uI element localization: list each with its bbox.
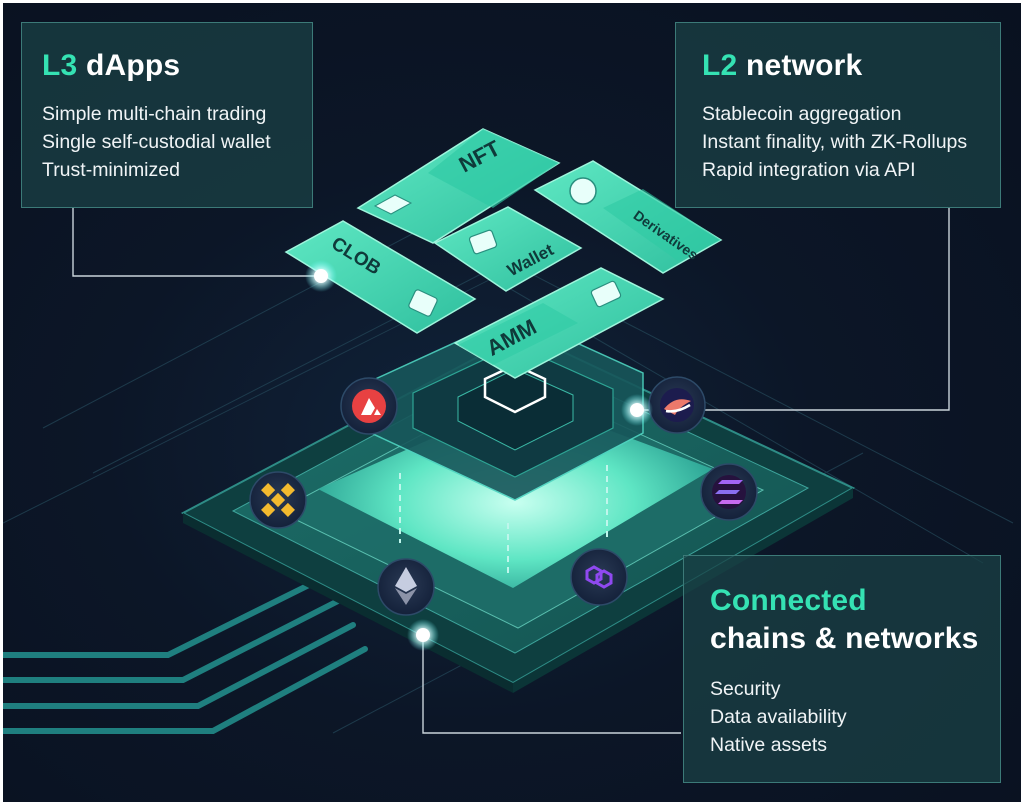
solana-icon (700, 463, 758, 521)
panel-connected-title-rest: chains & networks (710, 622, 979, 655)
starknet-icon (648, 376, 706, 434)
panel-l2-line: Instant finality, with ZK-Rollups (702, 131, 968, 153)
avalanche-icon (340, 377, 398, 435)
bnb-icon (249, 471, 307, 529)
diagram-canvas: NFT Derivatives Wallet CLOB AMM (3, 3, 1021, 802)
connector-nodes (305, 260, 653, 651)
panel-connected-line: Data availability (710, 706, 847, 728)
panel-l2-title-rest: network (745, 49, 863, 82)
connector-lines (72, 207, 950, 734)
panel-l3-dapps: L3 dApps Simple multi-chain trading Sing… (21, 22, 313, 208)
card-derivatives (533, 160, 723, 274)
panel-l2-network: L2 network Stablecoin aggregation Instan… (675, 22, 1001, 208)
panel-l3-title-rest: dApps (85, 49, 181, 82)
panel-connected-title-accent: Connected (710, 584, 867, 617)
circuit-traces (3, 575, 368, 734)
panel-l2-line: Rapid integration via API (702, 159, 916, 181)
panel-l2-line: Stablecoin aggregation (702, 103, 902, 125)
panel-l3-line: Single self-custodial wallet (42, 131, 271, 153)
card-amm (453, 267, 665, 379)
panel-l3-line: Simple multi-chain trading (42, 103, 267, 125)
panel-l2-title-accent: L2 (702, 49, 738, 82)
panel-connected-chains: Connected chains & networks Security Dat… (683, 555, 1001, 783)
ethereum-icon (377, 558, 435, 616)
card-nft (356, 128, 561, 244)
card-wallet (433, 206, 583, 292)
card-clob (284, 220, 477, 334)
panel-l3-title-accent: L3 (42, 49, 78, 82)
panel-connected-line: Native assets (710, 734, 828, 756)
central-hub (370, 314, 644, 501)
panel-l3-title: L3 dApps (42, 49, 180, 83)
panel-connected-line: Security (710, 678, 781, 700)
panel-l3-line: Trust-minimized (42, 159, 180, 181)
panel-l2-title: L2 network (702, 49, 862, 83)
polygon-icon (570, 548, 628, 606)
